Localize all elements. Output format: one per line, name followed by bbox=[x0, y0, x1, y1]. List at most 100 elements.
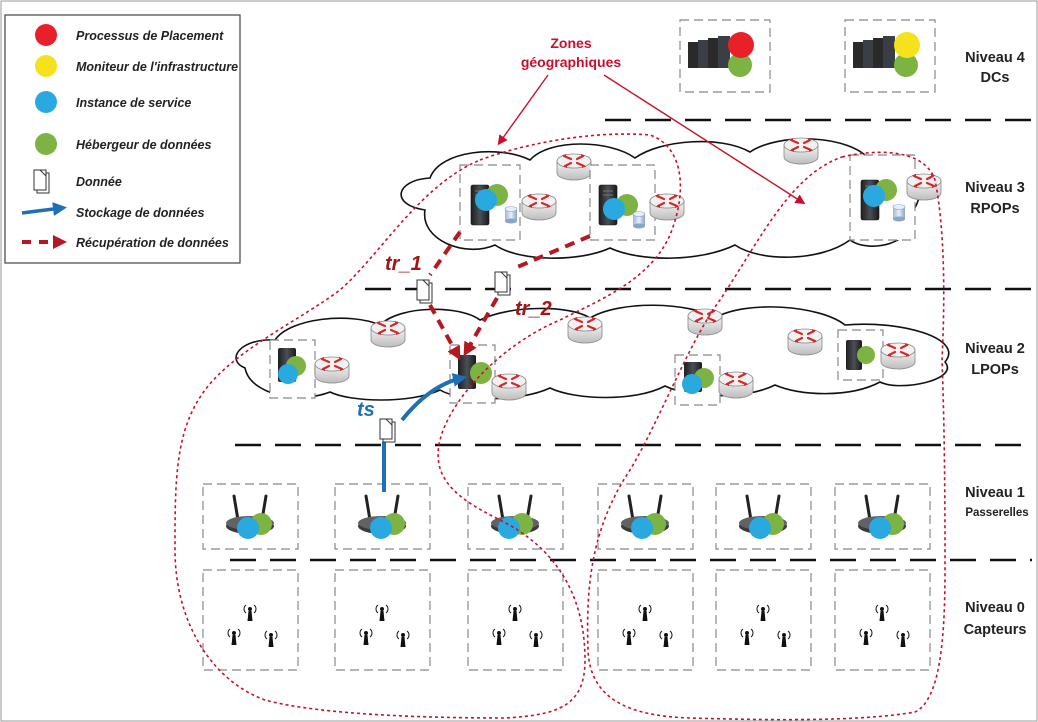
service-instance-icon bbox=[631, 517, 653, 539]
level-2-name: Niveau 2 bbox=[965, 341, 1025, 357]
tr1-label: tr_1 bbox=[385, 253, 422, 275]
placement-process-icon bbox=[728, 32, 754, 58]
zone-2-pointer-arrow bbox=[603, 74, 806, 205]
rpop-node-3 bbox=[849, 154, 916, 241]
gateway-6 bbox=[834, 483, 931, 550]
service-instance-icon bbox=[682, 374, 702, 394]
data-host-icon bbox=[728, 53, 752, 77]
level-2-sub: LPOPs bbox=[971, 362, 1019, 378]
gateway-2 bbox=[334, 483, 431, 550]
geographic-zones bbox=[174, 133, 946, 721]
level-3-name: Niveau 3 bbox=[965, 180, 1025, 196]
retrieval-path-tr2 bbox=[514, 234, 591, 270]
zones-label-group: Zones géographiques bbox=[497, 35, 806, 205]
service-instance-icon bbox=[370, 517, 392, 539]
rpop-node-2 bbox=[589, 164, 656, 241]
level-separators bbox=[230, 118, 1032, 562]
level-4-sub: DCs bbox=[980, 70, 1009, 86]
data-document-icon bbox=[494, 271, 511, 296]
sensor-group-3 bbox=[467, 569, 564, 671]
retrieval-arrow-tr2 bbox=[463, 297, 499, 357]
router-icon bbox=[905, 172, 943, 202]
sensor-group-2 bbox=[334, 569, 431, 671]
router-icon bbox=[782, 136, 820, 166]
router-icon bbox=[648, 192, 686, 222]
level-0-sub: Capteurs bbox=[964, 622, 1027, 638]
ts-label: ts bbox=[357, 399, 375, 421]
retrieval-arrow-tr1 bbox=[428, 304, 461, 361]
storage-icon bbox=[632, 211, 646, 229]
level-4-datacenters bbox=[679, 19, 936, 93]
service-instance-icon bbox=[869, 517, 891, 539]
legend-service-label: Instance de service bbox=[76, 96, 191, 110]
data-host-icon bbox=[470, 362, 492, 384]
data-host-icon bbox=[894, 53, 918, 77]
level-2-lpop-network bbox=[235, 304, 950, 406]
data-host-icon bbox=[857, 346, 875, 364]
router-icon bbox=[879, 341, 917, 371]
gateway-5 bbox=[715, 483, 812, 550]
legend-data-label: Donnée bbox=[76, 175, 122, 189]
rpop-node-1 bbox=[459, 164, 521, 241]
level-1-gateways bbox=[202, 483, 931, 550]
gateway-4 bbox=[597, 483, 694, 550]
zones-label-line2: géographiques bbox=[521, 54, 622, 70]
service-instance-icon bbox=[475, 189, 497, 211]
level-1-sub: Passerelles bbox=[965, 507, 1028, 519]
service-instance-icon bbox=[498, 517, 520, 539]
router-icon bbox=[786, 327, 824, 357]
legend: Processus de Placement Moniteur de l'inf… bbox=[4, 14, 241, 264]
zone-1-pointer-arrow bbox=[497, 74, 549, 146]
router-icon bbox=[313, 355, 351, 385]
service-instance-icon bbox=[863, 185, 885, 207]
router-icon bbox=[369, 319, 407, 349]
service-instance-icon bbox=[603, 198, 625, 220]
datacenter-1 bbox=[679, 19, 771, 93]
service-instance-icon bbox=[749, 517, 771, 539]
legend-host-label: Hébergeur de données bbox=[76, 138, 211, 152]
legend-monitor-label: Moniteur de l'infrastructure bbox=[76, 60, 238, 74]
legend-storage-label: Stockage de données bbox=[76, 206, 205, 220]
datacenter-servers-icon bbox=[688, 36, 730, 68]
sensor-group-6 bbox=[834, 569, 931, 671]
storage-icon bbox=[504, 206, 518, 224]
tr2-label: tr_2 bbox=[515, 298, 552, 320]
infrastructure-monitor-icon bbox=[894, 32, 920, 58]
storage-arrow-ts bbox=[400, 373, 467, 422]
legend-placement-icon bbox=[35, 24, 57, 46]
data-document-icon bbox=[379, 418, 396, 443]
datacenter-servers-icon bbox=[853, 36, 895, 68]
legend-placement-label: Processus de Placement bbox=[76, 29, 224, 43]
router-icon bbox=[490, 372, 528, 402]
sensor-group-4 bbox=[597, 569, 694, 671]
zones-label-line1: Zones bbox=[550, 35, 591, 51]
data-document-icon bbox=[416, 279, 433, 304]
lpop-node-4 bbox=[837, 329, 884, 381]
lpop-node-3 bbox=[674, 354, 721, 406]
router-icon bbox=[717, 370, 755, 400]
level-0-name: Niveau 0 bbox=[965, 600, 1025, 616]
legend-retrieval-label: Récupération de données bbox=[76, 236, 229, 250]
router-icon bbox=[686, 307, 724, 337]
router-icon bbox=[555, 152, 593, 182]
datacenter-2 bbox=[844, 19, 936, 93]
gateway-3 bbox=[467, 483, 564, 550]
gateway-1 bbox=[202, 483, 299, 550]
level-1-name: Niveau 1 bbox=[965, 485, 1025, 501]
zone-2-boundary bbox=[586, 151, 946, 721]
legend-storage-arrow bbox=[21, 202, 67, 217]
service-instance-icon bbox=[278, 364, 298, 384]
legend-data-icon bbox=[33, 169, 50, 194]
level-3-rpop-network bbox=[400, 136, 943, 259]
lpop-node-1 bbox=[269, 339, 316, 399]
level-0-sensors bbox=[202, 569, 931, 671]
legend-service-icon bbox=[35, 91, 57, 113]
storage-icon bbox=[892, 204, 906, 222]
legend-host-icon bbox=[35, 133, 57, 155]
legend-monitor-icon bbox=[35, 55, 57, 77]
service-instance-icon bbox=[237, 517, 259, 539]
sensor-group-1 bbox=[202, 569, 299, 671]
router-icon bbox=[566, 315, 604, 345]
